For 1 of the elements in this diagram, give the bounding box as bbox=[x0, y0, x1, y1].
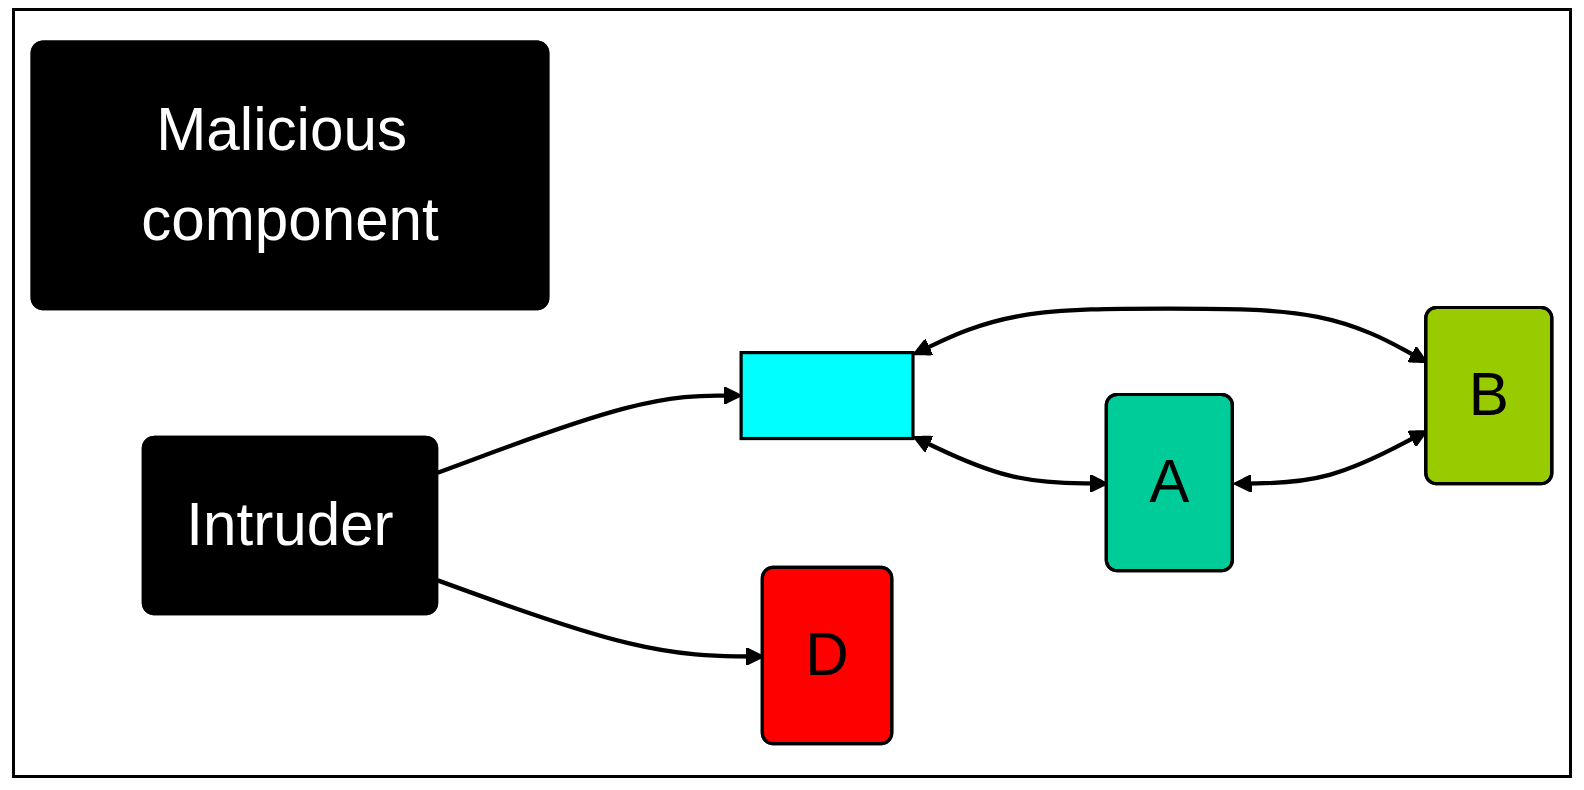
node-box bbox=[739, 351, 915, 441]
